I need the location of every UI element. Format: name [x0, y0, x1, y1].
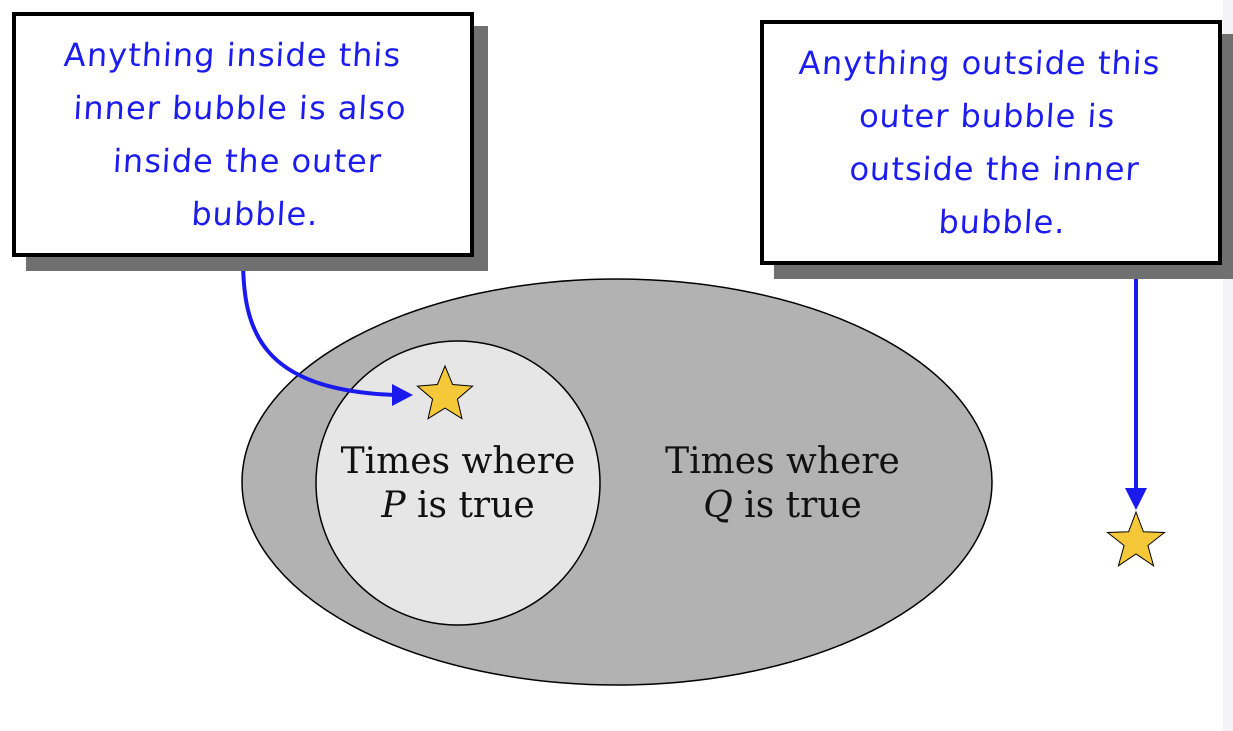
callout-line: Anything outside this — [796, 43, 1163, 82]
callout-line: bubble. — [187, 194, 321, 233]
inner-bubble-callout: Anything inside this inner bubble is als… — [12, 12, 474, 257]
callout-line: outer bubble is — [856, 96, 1118, 135]
outer-bubble-callout: Anything outside this outer bubble is ou… — [760, 20, 1222, 265]
outer-label-line1: Times where — [665, 441, 900, 482]
page-edge-strip — [1223, 0, 1233, 731]
callout-line: outside the inner — [846, 149, 1143, 188]
inner-bubble — [315, 340, 601, 626]
outer-callout-text: Anything outside this outer bubble is ou… — [796, 37, 1187, 249]
star-icon — [1106, 510, 1166, 567]
variable-p: P — [381, 485, 406, 526]
inner-callout-arrowhead — [392, 384, 413, 406]
inner-label-rest: is true — [405, 485, 535, 526]
outer-bubble-label: Times where Q is true — [640, 440, 925, 528]
inner-callout-text: Anything inside this inner bubble is als… — [60, 29, 427, 241]
inner-bubble-label: Times where P is true — [318, 440, 598, 528]
star-icon — [416, 364, 474, 420]
variable-q: Q — [703, 485, 733, 526]
callout-line: inner bubble is also — [70, 88, 409, 127]
inner-label-line1: Times where — [340, 441, 576, 482]
callout-line: bubble. — [935, 202, 1069, 241]
inner-callout-arrow — [241, 257, 396, 397]
outer-label-line2: Q is true — [640, 484, 925, 528]
inner-label-line2: P is true — [318, 484, 598, 528]
outer-label-rest: is true — [732, 485, 862, 526]
callout-line: inside the outer — [109, 141, 384, 180]
callout-line: Anything inside this — [60, 35, 403, 74]
outer-callout-arrowhead — [1125, 488, 1147, 510]
